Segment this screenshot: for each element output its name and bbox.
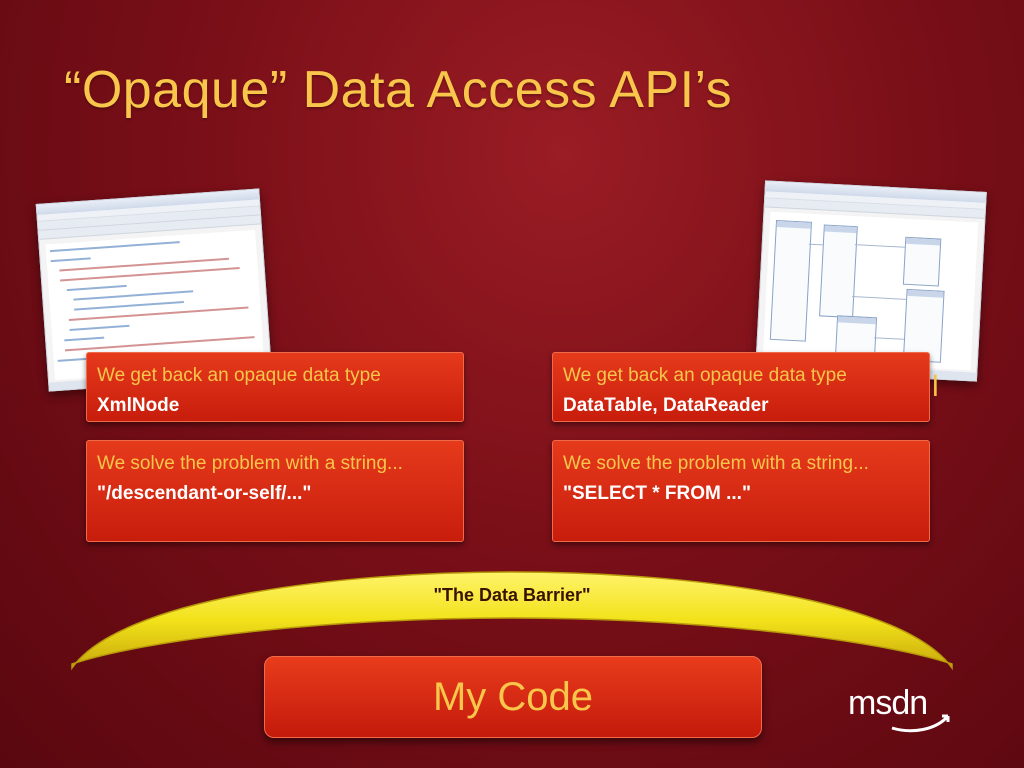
box-bold-text: XmlNode [97, 395, 180, 416]
data-barrier-label: "The Data Barrier" [433, 585, 591, 605]
sql-string-box: We solve the problem with a string... "S… [552, 440, 930, 542]
box-bold-text: "/descendant-or-self/..." [97, 483, 312, 504]
partial-text-fragment: l [932, 370, 939, 403]
my-code-label: My Code [432, 674, 594, 719]
xpath-string-box: We solve the problem with a string... "/… [86, 440, 464, 542]
slide-title: “Opaque” Data Access API’s [64, 61, 733, 119]
xmlnode-info-box: We get back an opaque data type XmlNode [86, 352, 464, 422]
box-text: We get back an opaque data type [563, 365, 847, 386]
datatable-info-box: We get back an opaque data type DataTabl… [552, 352, 930, 422]
my-code-box: My Code [264, 656, 762, 738]
box-bold-text: DataTable, DataReader [563, 395, 769, 416]
msdn-logo: msdn [848, 684, 958, 734]
msdn-logo-text: msdn [848, 684, 928, 722]
swoosh-icon [891, 714, 950, 733]
box-text: We solve the problem with a string... [563, 453, 869, 474]
box-text: We get back an opaque data type [97, 365, 381, 386]
box-text: We solve the problem with a string... [97, 453, 403, 474]
box-bold-text: "SELECT * FROM ..." [563, 483, 751, 504]
